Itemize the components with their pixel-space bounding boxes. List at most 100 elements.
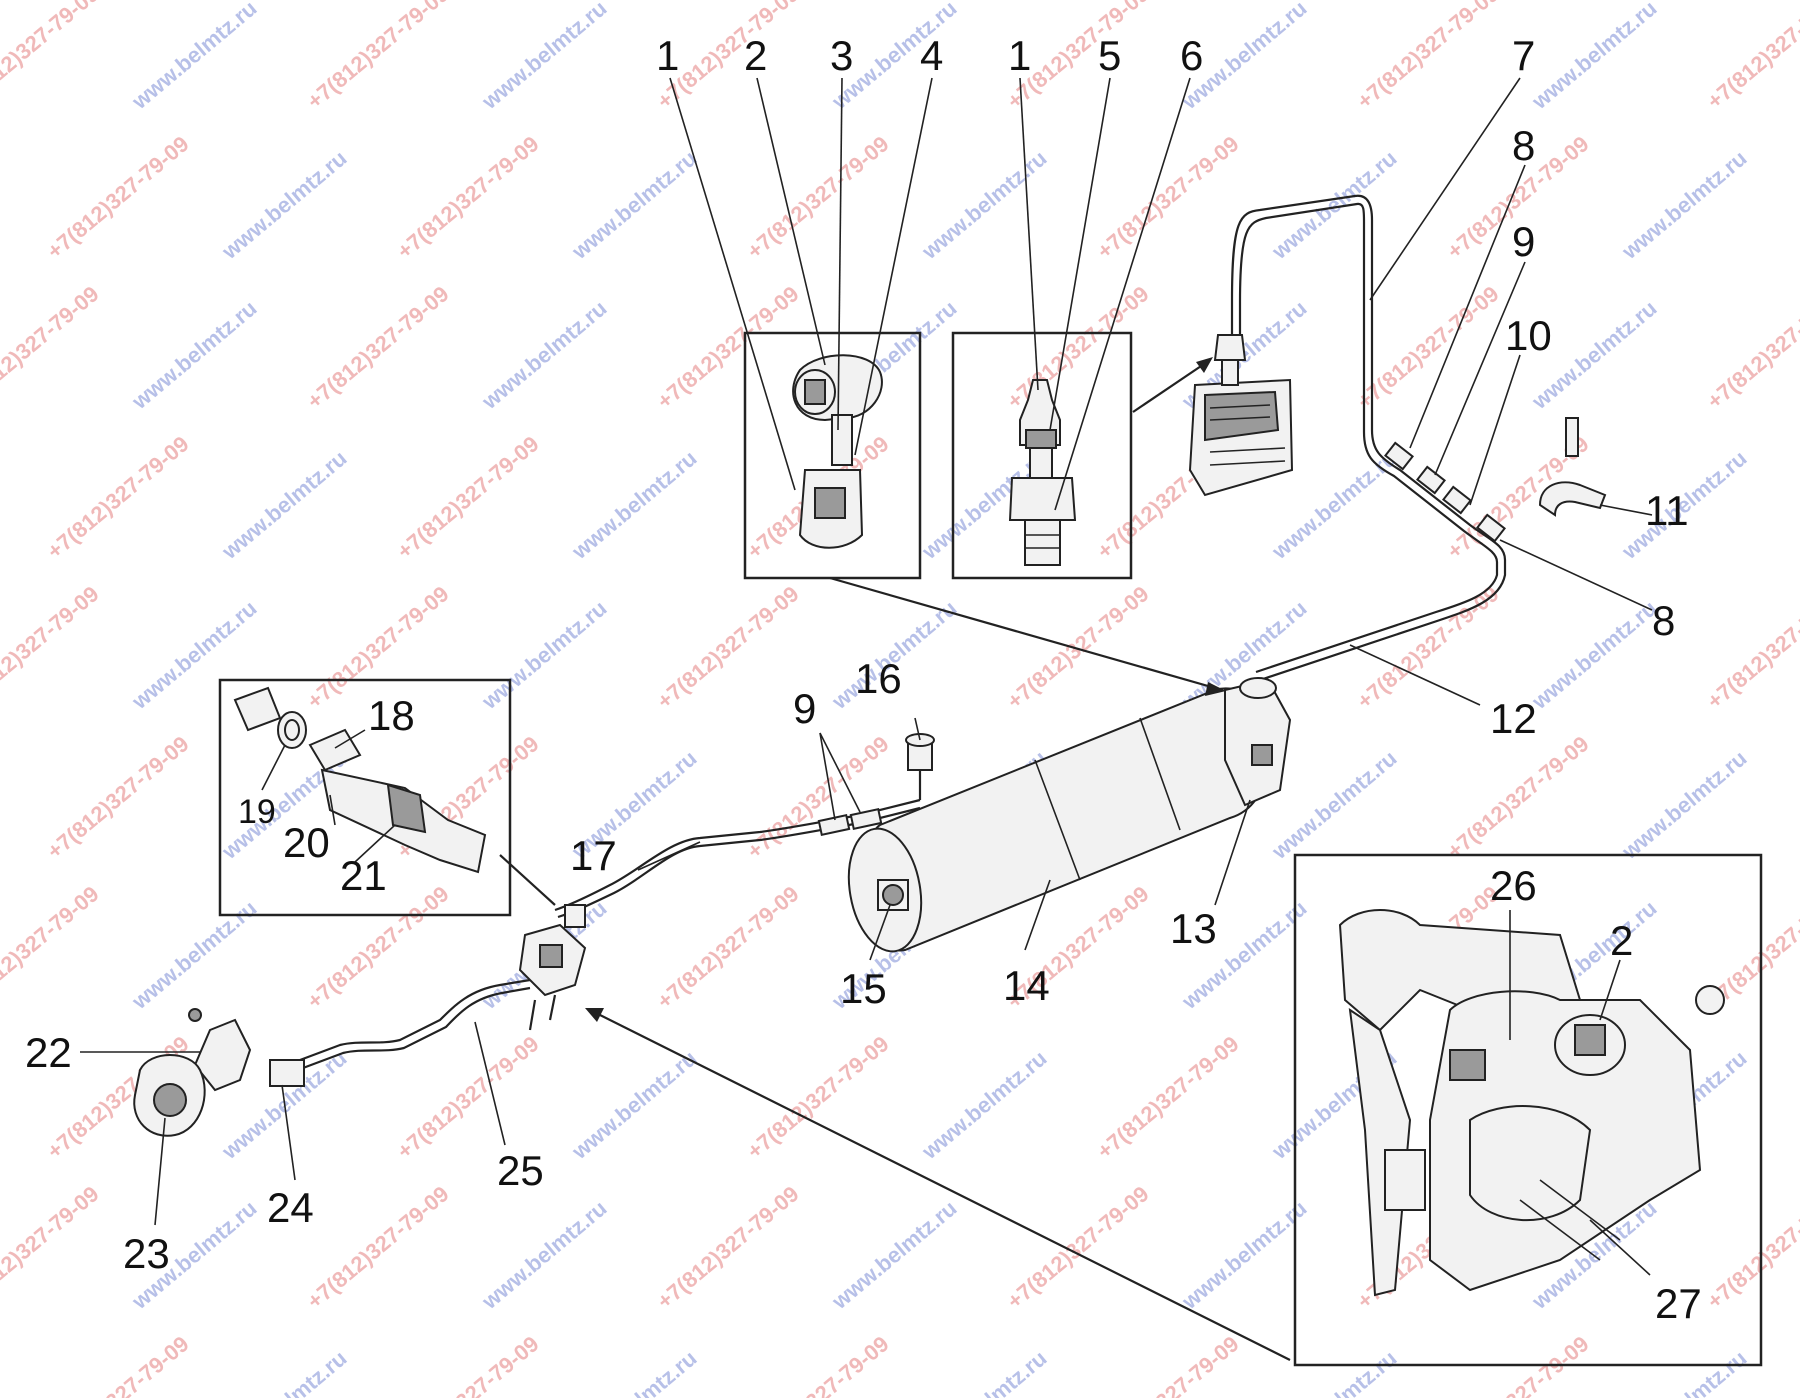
watermark-site: www.belmtz.ru <box>126 295 261 414</box>
watermark-site: www.belmtz.ru <box>916 1045 1051 1164</box>
watermark-site: www.belmtz.ru <box>476 0 611 114</box>
watermark-phone: +7(812)327-79-09 <box>652 581 803 714</box>
callout-18: 18 <box>368 692 415 739</box>
callout-1-fitting: 1 <box>1008 32 1031 79</box>
callout-17: 17 <box>570 832 617 879</box>
watermark-phone: +7(812)327-79-09 <box>1702 1181 1800 1314</box>
callout-26: 26 <box>1490 862 1537 909</box>
callout-7: 7 <box>1512 32 1535 79</box>
watermark-phone: +7(812)327-79-09 <box>42 131 193 264</box>
brake-chamber <box>133 1008 305 1137</box>
callout-25: 25 <box>497 1147 544 1194</box>
watermark-phone: +7(812)327-79-09 <box>1092 1331 1243 1398</box>
watermark-site: www.belmtz.ru <box>476 1195 611 1314</box>
bracket <box>1538 417 1607 517</box>
watermark-phone: +7(812)327-79-09 <box>302 1181 453 1314</box>
watermark-site: www.belmtz.ru <box>826 1195 961 1314</box>
watermark-phone: +7(812)327-79-09 <box>1352 0 1503 114</box>
watermark-phone: +7(812)327-79-09 <box>1002 1181 1153 1314</box>
callout-1-valve: 1 <box>656 32 679 79</box>
watermark-site: www.belmtz.ru <box>1616 1345 1751 1398</box>
watermark-phone: +7(812)327-79-09 <box>0 0 104 114</box>
watermark-phone: +7(812)327-79-09 <box>302 881 453 1014</box>
watermark-phone: +7(812)327-79-09 <box>1092 1031 1243 1164</box>
inset-box-pedal-valve <box>1293 853 1763 1367</box>
callout-13: 13 <box>1170 905 1217 952</box>
watermark-phone: +7(812)327-79-09 <box>42 431 193 564</box>
watermark-site: www.belmtz.ru <box>216 145 351 264</box>
watermark-phone: +7(812)327-79-09 <box>1792 1031 1800 1164</box>
callout-16: 16 <box>855 655 902 702</box>
watermark-phone: +7(812)327-79-09 <box>652 281 803 414</box>
watermark-site: www.belmtz.ru <box>216 1345 351 1398</box>
watermark-site: www.belmtz.ru <box>0 145 2 264</box>
watermark-phone: +7(812)327-79-09 <box>42 731 193 864</box>
callout-8-bottom: 8 <box>1652 597 1675 644</box>
watermark-site: www.belmtz.ru <box>916 145 1051 264</box>
callout-6: 6 <box>1180 32 1203 79</box>
air-receiver-tank <box>847 677 1292 953</box>
watermark-phone: +7(812)327-79-09 <box>1792 1331 1800 1398</box>
watermark-site: www.belmtz.ru <box>126 0 261 114</box>
watermark-site: www.belmtz.ru <box>1526 0 1661 114</box>
watermark-site: www.belmtz.ru <box>1266 145 1401 264</box>
watermark-site: www.belmtz.ru <box>916 1345 1051 1398</box>
watermark-phone: +7(812)327-79-09 <box>742 1331 893 1398</box>
inset-box-fitting <box>951 331 1133 580</box>
inset-box-valve-assembly <box>743 331 922 580</box>
watermark-phone: +7(812)327-79-09 <box>0 881 104 1014</box>
callout-24: 24 <box>267 1184 314 1231</box>
callout-4: 4 <box>920 32 943 79</box>
callout-12: 12 <box>1490 695 1537 742</box>
watermark-site: www.belmtz.ru <box>566 145 701 264</box>
watermark-site: www.belmtz.ru <box>1266 745 1401 864</box>
watermark-phone: +7(812)327-79-09 <box>0 281 104 414</box>
watermark-phone: +7(812)327-79-09 <box>392 1331 543 1398</box>
watermark-phone: +7(812)327-79-09 <box>392 1031 543 1164</box>
watermark-phone: +7(812)327-79-09 <box>392 431 543 564</box>
watermark-site: www.belmtz.ru <box>1616 145 1751 264</box>
callout-20: 20 <box>283 819 330 866</box>
watermark-site: www.belmtz.ru <box>566 1045 701 1164</box>
watermark-phone: +7(812)327-79-09 <box>652 1181 803 1314</box>
watermark-phone: +7(812)327-79-09 <box>1792 131 1800 264</box>
callout-14: 14 <box>1003 962 1050 1009</box>
watermark-site: www.belmtz.ru <box>566 445 701 564</box>
watermark-phone: +7(812)327-79-09 <box>742 131 893 264</box>
watermark-site: www.belmtz.ru <box>0 1045 2 1164</box>
watermark-phone: +7(812)327-79-09 <box>1792 731 1800 864</box>
watermark-phone: +7(812)327-79-09 <box>1702 281 1800 414</box>
watermark-site: www.belmtz.ru <box>476 595 611 714</box>
compressor <box>1132 334 1294 497</box>
watermark-phone: +7(812)327-79-09 <box>652 881 803 1014</box>
watermark-site: www.belmtz.ru <box>1526 595 1661 714</box>
callout-9-top: 9 <box>1512 218 1535 265</box>
watermark-site: www.belmtz.ru <box>1266 1345 1401 1398</box>
callout-2: 2 <box>744 32 767 79</box>
callout-3: 3 <box>830 32 853 79</box>
callout-23: 23 <box>123 1230 170 1277</box>
watermark-phone: +7(812)327-79-09 <box>1352 281 1503 414</box>
watermark-phone: +7(812)327-79-09 <box>302 0 453 114</box>
watermark-site: www.belmtz.ru <box>1176 1195 1311 1314</box>
watermark-phone: +7(812)327-79-09 <box>1702 0 1800 114</box>
leader-lines <box>80 77 1653 1276</box>
watermark-phone: +7(812)327-79-09 <box>0 1181 104 1314</box>
watermark-site: www.belmtz.ru <box>216 445 351 564</box>
brake-valve-fitting <box>518 904 587 1031</box>
watermark-site: www.belmtz.ru <box>0 445 2 564</box>
callout-2-pedal: 2 <box>1610 917 1633 964</box>
watermark-site: www.belmtz.ru <box>566 1345 701 1398</box>
watermark-site: www.belmtz.ru <box>0 745 2 864</box>
watermark-phone: +7(812)327-79-09 <box>0 581 104 714</box>
watermark-phone: +7(812)327-79-09 <box>1442 731 1593 864</box>
callout-numbers: 1 2 3 4 1 5 6 7 8 9 10 11 8 12 13 14 15 … <box>25 32 1702 1327</box>
watermark-phone: +7(812)327-79-09 <box>1792 431 1800 564</box>
callout-11: 11 <box>1645 487 1689 534</box>
watermark-phone: +7(812)327-79-09 <box>42 1331 193 1398</box>
watermark-phone: +7(812)327-79-09 <box>1702 581 1800 714</box>
watermark-site: www.belmtz.ru <box>0 1345 2 1398</box>
watermark-site: www.belmtz.ru <box>476 295 611 414</box>
watermark-site: www.belmtz.ru <box>1616 745 1751 864</box>
